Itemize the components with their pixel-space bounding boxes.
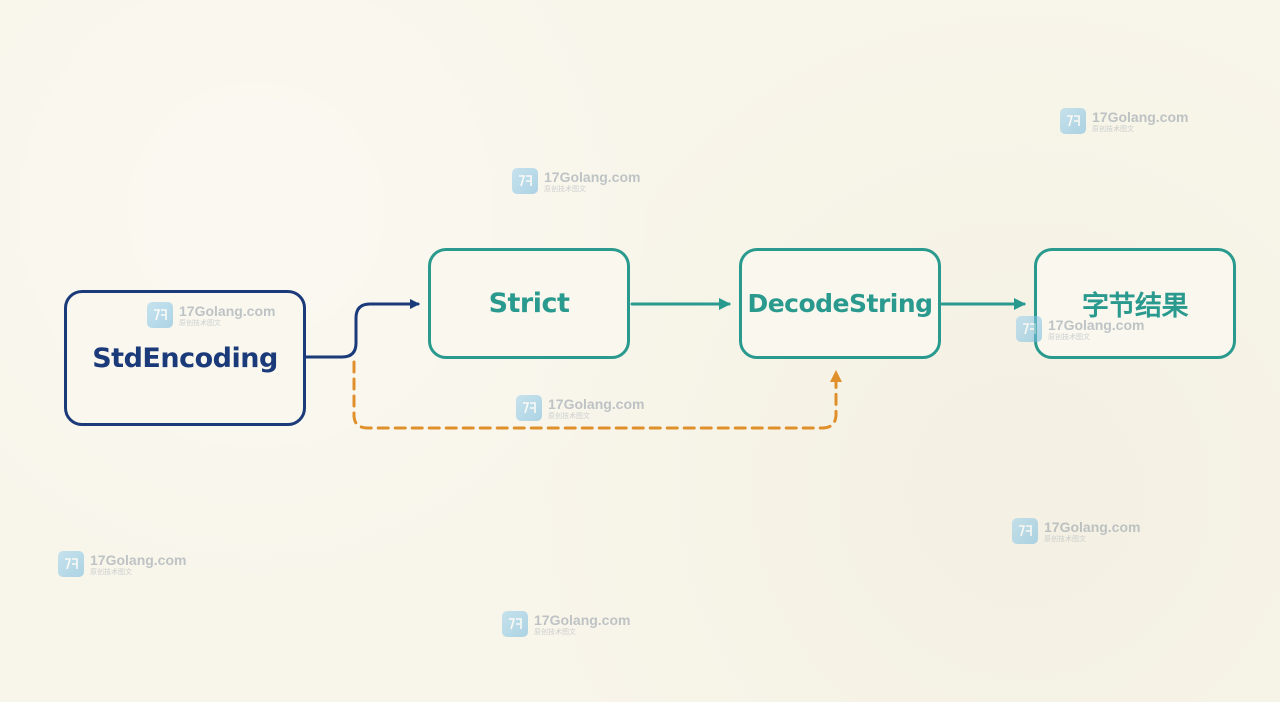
node-decode-string: DecodeString <box>739 248 941 359</box>
node-strict: Strict <box>428 248 630 359</box>
node-std-encoding-label: StdEncoding <box>92 342 278 374</box>
node-byte-result-label: 字节结果 <box>1082 291 1189 322</box>
node-byte-result: 字节结果 <box>1034 248 1236 359</box>
node-std-encoding: StdEncoding <box>64 290 306 426</box>
edge-std-to-strict <box>304 299 420 359</box>
edge-std-to-decode-dashed <box>352 360 842 430</box>
node-strict-label: Strict <box>488 288 570 319</box>
node-decode-string-label: DecodeString <box>747 289 933 318</box>
